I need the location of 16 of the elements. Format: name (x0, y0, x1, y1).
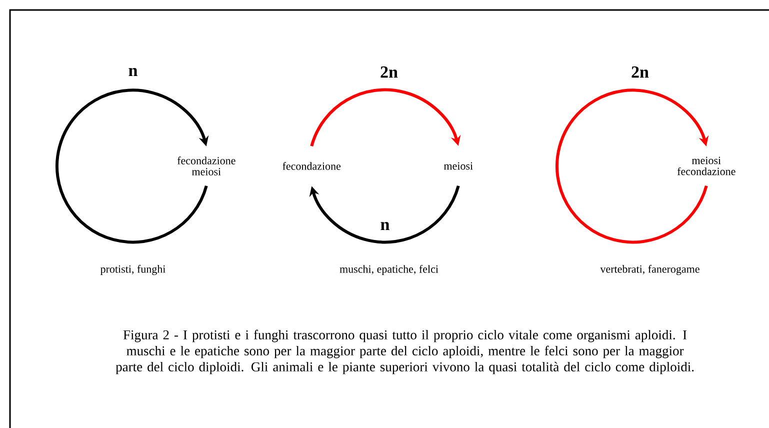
group-label: muschi, epatiche, felci (340, 264, 438, 276)
stage-label: fecondazione (282, 162, 341, 170)
edge-label: n (379, 220, 391, 231)
stage-label: fecondazione meiosi (177, 156, 236, 176)
edge-label: 2n (630, 65, 650, 79)
cycle-arrow (309, 185, 460, 244)
cycle-arrow (555, 88, 709, 244)
edge-label: 2n (379, 65, 399, 79)
edge-label: n (127, 66, 139, 77)
cycle-arrow (56, 88, 209, 244)
cycle-arrow (310, 88, 461, 147)
stage-label: meiosi (444, 162, 473, 170)
group-label: vertebrati, fanerogame (600, 264, 700, 276)
group-label: protisti, funghi (100, 264, 166, 276)
caption: Figura 2 - I protisti e i funghi trascorrono quasi tutto il proprio ciclo vitale come organismi aploidi. I muschi e le epatiche sono per la maggior parte del ciclo aploidi, mentre le felci sono per la maggior parte del ciclo diploidi. Gli animali e le piante superiori vivono la quasi totalità del ciclo come diploidi. (116, 330, 694, 374)
stage-label: meiosi fecondazione (677, 156, 736, 176)
